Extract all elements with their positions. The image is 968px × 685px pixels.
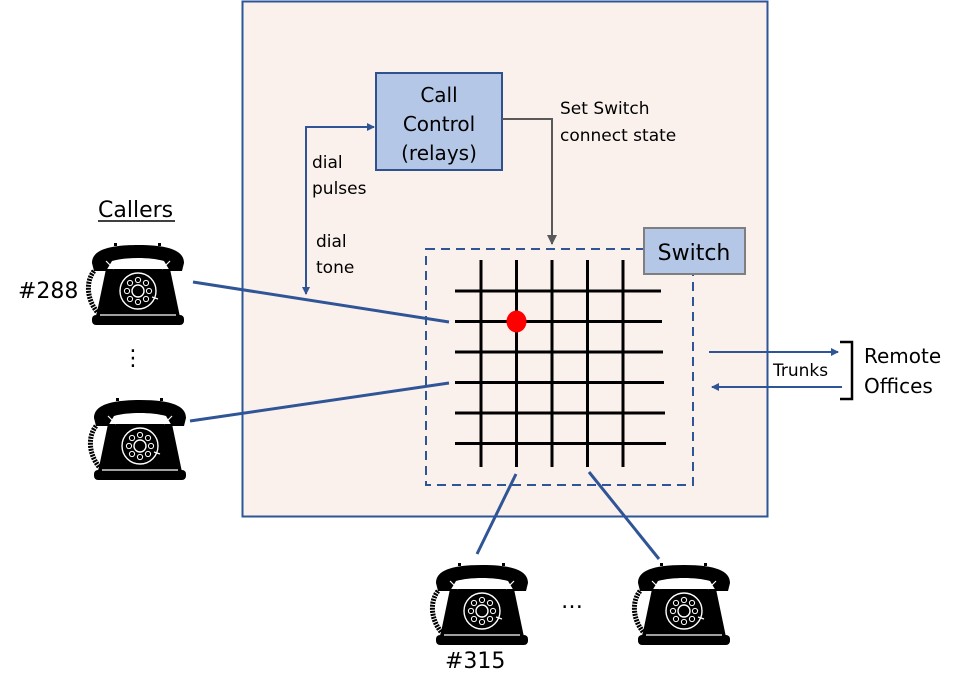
switch-label: Switch bbox=[658, 241, 731, 266]
dial-pulses-label-1: dial bbox=[312, 153, 343, 173]
active-crosspoint bbox=[506, 310, 527, 333]
call-control-box: Call Control (relays) bbox=[375, 72, 503, 171]
dial-tone-label-1: dial bbox=[316, 232, 347, 252]
caller-2-line bbox=[189, 381, 450, 423]
caller-288-phone-icon bbox=[88, 243, 184, 325]
crossbar-grid bbox=[455, 260, 666, 467]
callers-ellipsis: ⋮ bbox=[122, 346, 144, 371]
set-switch-label-2: connect state bbox=[560, 126, 676, 146]
phone-bottom-2-icon bbox=[634, 563, 730, 645]
caller-2-phone-icon bbox=[90, 398, 186, 480]
dial-pulses-label-2: pulses bbox=[312, 179, 367, 199]
set-switch-arrow bbox=[502, 118, 557, 245]
bottom-phones-ellipsis: … bbox=[561, 589, 583, 614]
switch-region bbox=[425, 248, 694, 486]
trunks-label: Trunks bbox=[772, 361, 828, 381]
phone-bottom-2-line bbox=[587, 471, 661, 560]
set-switch-label-1: Set Switch bbox=[560, 99, 650, 119]
remote-offices-bracket bbox=[840, 340, 854, 401]
call-control-line-3: (relays) bbox=[401, 141, 477, 165]
remote-offices-label-2: Offices bbox=[864, 374, 933, 398]
phone-315-number: #315 bbox=[445, 649, 505, 674]
call-control-line-2: Control bbox=[403, 112, 475, 136]
dial-tone-label-2: tone bbox=[316, 258, 354, 278]
caller-288-number: #288 bbox=[18, 279, 78, 304]
switch-label-box: Switch bbox=[643, 227, 746, 275]
dial-signal-arrow bbox=[305, 123, 375, 294]
callers-heading: Callers bbox=[98, 198, 173, 223]
call-control-line-1: Call bbox=[420, 83, 457, 107]
caller-288-line bbox=[192, 280, 450, 324]
remote-offices-label-1: Remote bbox=[864, 344, 941, 368]
phone-315-icon bbox=[432, 563, 528, 645]
phone-315-line bbox=[475, 473, 518, 555]
